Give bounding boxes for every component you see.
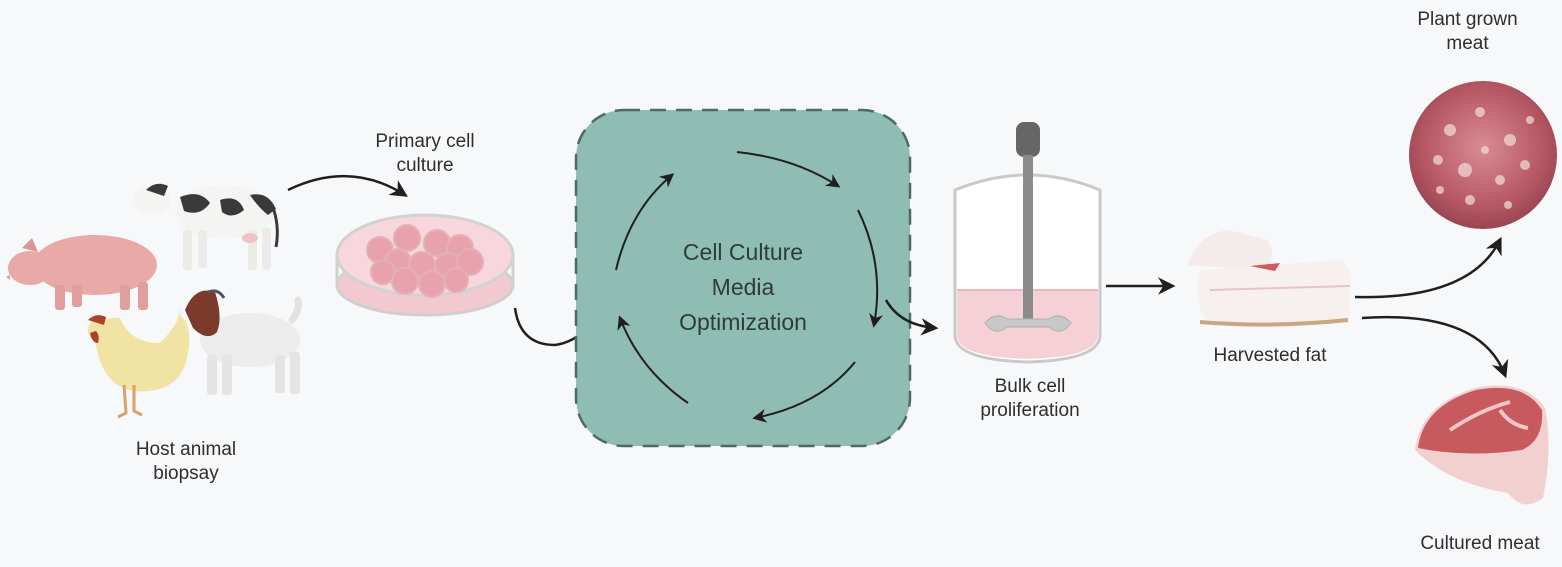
media-optimization-box (574, 108, 912, 448)
pig-icon (6, 235, 157, 310)
cow-icon (134, 183, 279, 270)
cultured-meat-label: Cultured meat (1420, 533, 1540, 554)
cultured-meat-steak-icon (1415, 385, 1549, 505)
harvested-fat-label: Harvested fat (1213, 345, 1327, 366)
goat-icon (178, 289, 302, 395)
harvested-fat-icon (1188, 230, 1352, 327)
bioreactor-icon (953, 122, 1102, 364)
arrow-to-cultured-meat (1361, 315, 1509, 379)
plant-grown-meat-label: Plant grown meat (1417, 9, 1518, 54)
arrow-to-primary-culture (287, 175, 408, 197)
cycle-arrows (615, 151, 883, 423)
chicken-icon (88, 313, 190, 419)
media-optimization-label: Cell Culture Media Optimization (679, 239, 807, 335)
arrow-to-plant-grown-meat (1354, 236, 1502, 299)
plant-meat-patty-icon (1409, 81, 1557, 229)
arrow-to-bioreactor (884, 299, 939, 336)
petri-dish-icon (335, 213, 515, 317)
bulk-proliferation-label: Bulk cell proliferation (980, 376, 1080, 421)
primary-culture-label: Primary cell culture (375, 131, 475, 176)
host-animal-label: Host animal biopsay (135, 439, 237, 484)
